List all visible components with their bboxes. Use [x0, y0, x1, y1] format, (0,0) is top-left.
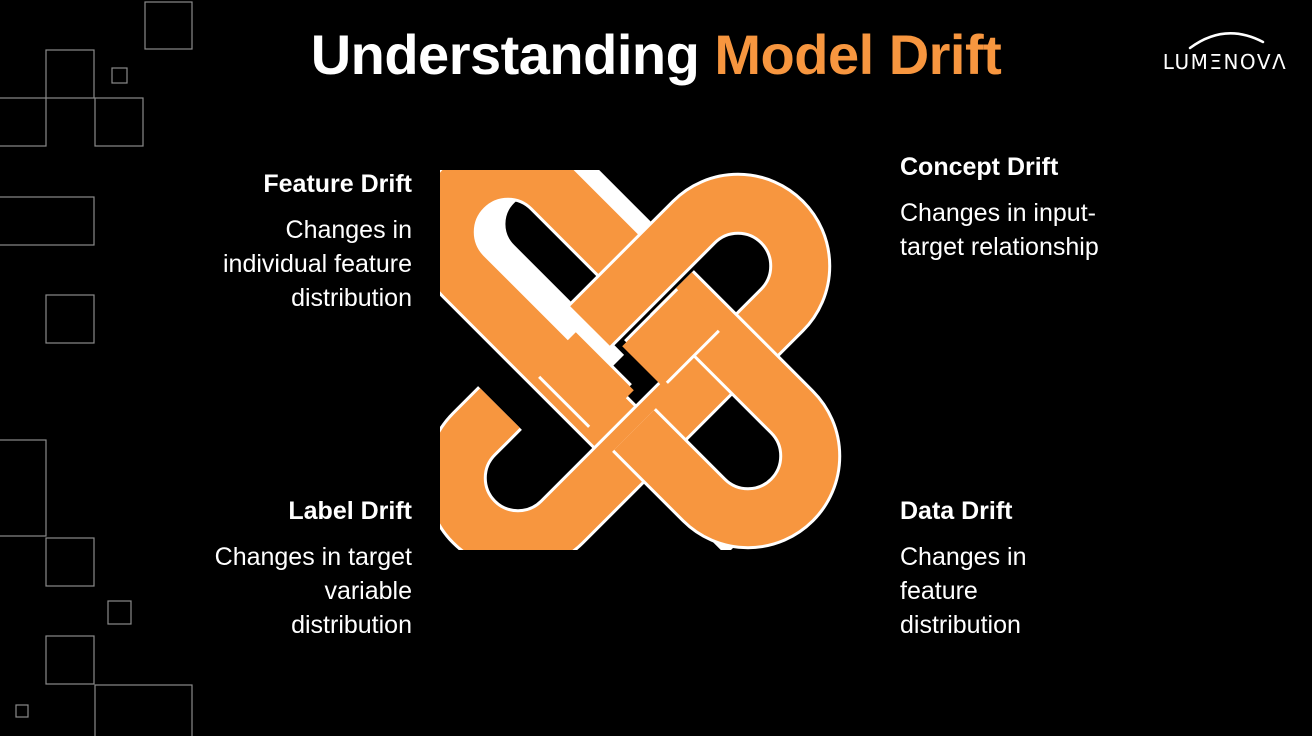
concept-drift-heading: Concept Drift [900, 153, 1059, 181]
title-main: Understanding [310, 23, 700, 86]
data-drift-line-2: feature [900, 577, 978, 605]
data-drift-line-3: distribution [900, 611, 1021, 639]
label-drift-line-2: variable [324, 577, 412, 605]
lumenova-logo: LUMΞNOVΛ [1160, 26, 1290, 78]
data-drift-description: Changes in feature distribution [900, 540, 1160, 642]
feature-drift-block: Feature Drift Changes in individual feat… [130, 170, 412, 315]
feature-drift-heading: Feature Drift [263, 170, 412, 198]
feature-drift-line-2: individual feature [222, 250, 412, 278]
label-drift-description: Changes in target variable distribution [130, 540, 412, 642]
interlocking-knot-icon [440, 170, 842, 550]
logo-arc-icon [1188, 32, 1265, 50]
data-drift-block: Data Drift Changes in feature distributi… [900, 497, 1160, 642]
logo-text: LUMΞNOVΛ [1162, 50, 1288, 74]
concept-drift-line-2: target relationship [900, 233, 1099, 261]
data-drift-line-1: Changes in [900, 543, 1027, 571]
title-accent: Model Drift [714, 23, 1002, 86]
concept-drift-block: Concept Drift Changes in input- target r… [900, 153, 1200, 264]
concept-drift-line-1: Changes in input- [900, 199, 1096, 227]
label-drift-block: Label Drift Changes in target variable d… [130, 497, 412, 642]
feature-drift-line-3: distribution [291, 284, 412, 312]
concept-drift-description: Changes in input- target relationship [900, 196, 1200, 264]
page-title: Understanding Model Drift [0, 22, 1312, 87]
label-drift-line-1: Changes in target [214, 543, 412, 571]
feature-drift-line-1: Changes in [285, 216, 412, 244]
decorative-squares [0, 1, 193, 736]
label-drift-heading: Label Drift [288, 497, 412, 525]
label-drift-line-3: distribution [291, 611, 412, 639]
feature-drift-description: Changes in individual feature distributi… [130, 213, 412, 315]
data-drift-heading: Data Drift [900, 497, 1013, 525]
